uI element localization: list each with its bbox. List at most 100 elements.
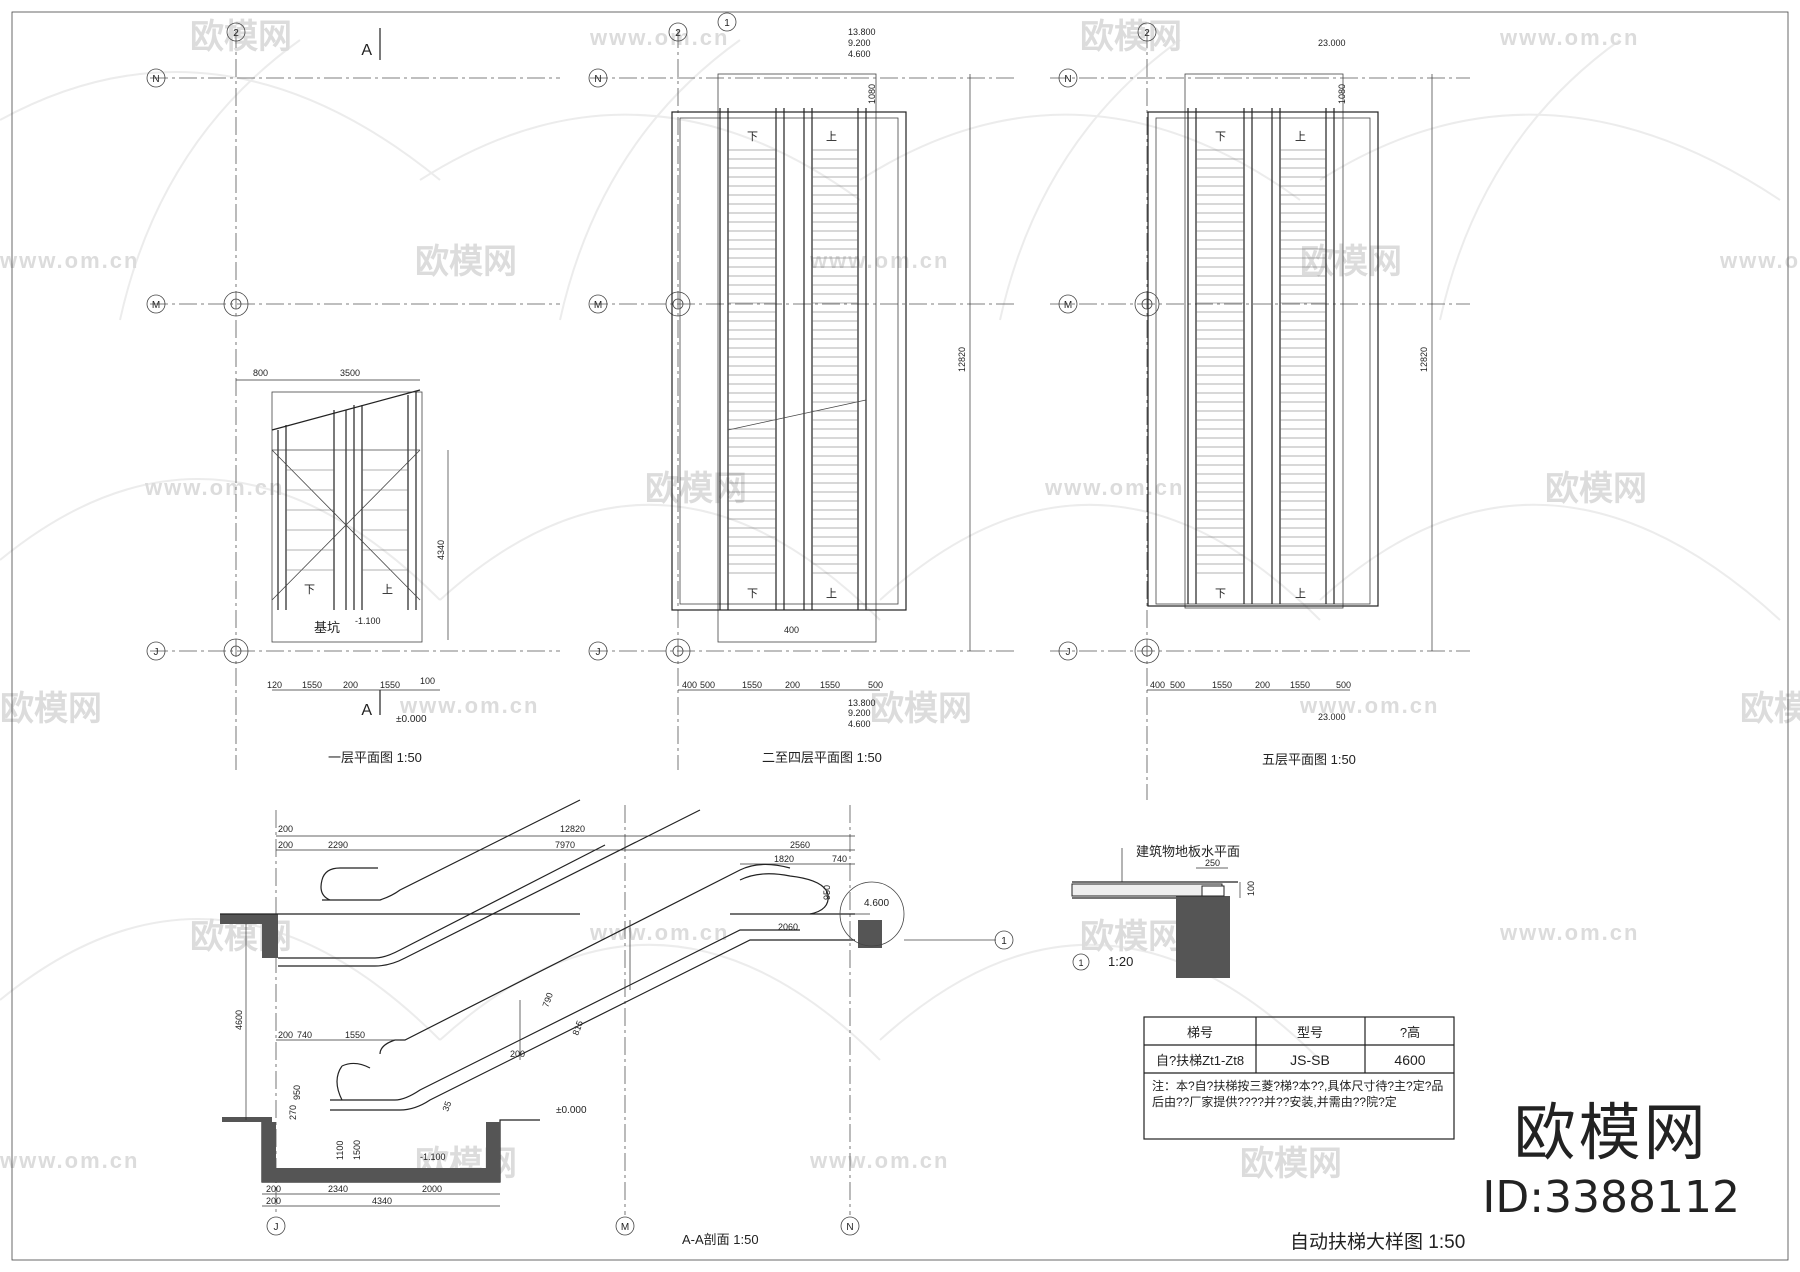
axis-label-m: M (152, 300, 160, 311)
axis-label-m: M (621, 1222, 629, 1233)
label-up: 上 (382, 583, 393, 596)
plan-2-4-floor: N M J 2 1 13.800 9.200 4.600 下 上 下 上 128… (588, 12, 1015, 770)
section-detail-mark: 1 (724, 18, 730, 29)
dim-text: 200 (785, 680, 800, 690)
label-down: 下 (1215, 588, 1226, 600)
dim-text: 200 (266, 1184, 281, 1194)
watermark-url: www.om.cn (1499, 25, 1639, 50)
axis-label-m: M (594, 300, 602, 311)
dim-text: 200 (343, 680, 358, 690)
axis-label-n: N (152, 74, 159, 85)
elevation-23000: 23.000 (1318, 712, 1346, 722)
axis-label-j: J (596, 647, 601, 658)
dim-text: 200 (278, 824, 293, 834)
dim-text: 1550 (345, 1030, 365, 1040)
dim-text: 100 (1246, 881, 1256, 896)
drawing-frame (11, 11, 1789, 1261)
watermark-brand: 欧模网 (0, 690, 102, 728)
dim-text: 4600 (234, 1010, 244, 1030)
axis-label-n: N (1064, 74, 1071, 85)
plan5-steps (1196, 149, 1326, 574)
label-up: 上 (826, 130, 837, 143)
dim-text: 4340 (436, 540, 446, 560)
dim-text: 800 (253, 368, 268, 378)
dim-text: 400 (682, 680, 697, 690)
dim-text: 1820 (774, 854, 794, 864)
elevation-000: ±0.000 (556, 1105, 587, 1116)
dim-text: 1100 (335, 1141, 345, 1160)
elevation-4600: 4.600 (848, 719, 871, 729)
detail-1-20: 建筑物地板水平面 250 100 1 1:20 (1071, 844, 1256, 978)
label-floor-level: 建筑物地板水平面 (1136, 844, 1240, 859)
dim-text: 2060 (778, 922, 798, 932)
dim-text: 790 (540, 991, 555, 1009)
dim-text: 7970 (555, 840, 575, 850)
table-cell: 自?扶梯Zt1-Zt8 (1156, 1053, 1244, 1068)
dim-text: 500 (700, 680, 715, 690)
watermark-url: www.om.cn (589, 920, 729, 945)
drawing-title: 自动扶梯大样图 1:50 (1290, 1231, 1465, 1253)
dim-text: 500 (1336, 680, 1351, 690)
axis-label-j: J (154, 647, 159, 658)
table-header-cell: ?高 (1400, 1025, 1420, 1040)
axis-label-2: 2 (233, 28, 239, 39)
dim-text: 815 (570, 1019, 585, 1037)
elevation-pit: -1.100 (355, 616, 381, 626)
watermark-url: www.om.cn (0, 1148, 139, 1173)
brand-id: ID:3388112 (1482, 1172, 1740, 1223)
section-mark-a-bottom: A (361, 702, 372, 719)
brand-block: 欧模网 ID:3388112 (1482, 1082, 1740, 1223)
dim-text: 100 (420, 676, 435, 686)
detail-scale: 1:20 (1108, 954, 1133, 969)
axis-label-2: 2 (675, 28, 681, 39)
watermark-url: www.om.cn (809, 1148, 949, 1173)
dim-text: 1550 (380, 680, 400, 690)
watermark-url: www.om.cn (1719, 248, 1800, 273)
dim-text: 35 (440, 1100, 453, 1113)
dim-text: 12820 (1419, 347, 1429, 372)
dim-text: 400 (784, 625, 799, 635)
dim-text: 270 (288, 1105, 298, 1120)
watermark-url: www.om.cn (1044, 475, 1184, 500)
dim-text: 500 (1170, 680, 1185, 690)
elevation-4600: 4.600 (848, 49, 871, 59)
dim-text: 12820 (560, 824, 585, 834)
plan2-steps (728, 149, 858, 574)
dim-text: 740 (297, 1030, 312, 1040)
label-down: 下 (747, 131, 758, 143)
dim-text: 12820 (957, 347, 967, 372)
elevation-13800: 13.800 (848, 698, 876, 708)
label-down: 下 (304, 584, 315, 596)
label-down: 下 (747, 588, 758, 600)
elevation-4600: 4.600 (864, 898, 889, 909)
axis-label-j: J (274, 1222, 279, 1233)
dim-text: 3500 (340, 368, 360, 378)
dim-text: 950 (292, 1085, 302, 1100)
dim-text: 200 (278, 1030, 293, 1040)
plan1-title: 一层平面图 1:50 (328, 750, 422, 765)
dim-text: 1080 (1337, 84, 1347, 104)
watermark-url: www.om.cn (144, 475, 284, 500)
elevation-000: ±0.000 (396, 714, 427, 725)
watermark-brand: 欧模网 (1240, 1145, 1342, 1183)
plan-fifth-floor: N M J 2 23.000 下 上 下 上 12820 1080 400 50… (1050, 22, 1470, 800)
watermark-brand: 欧模网 (645, 470, 747, 508)
detail-number: 1 (1078, 958, 1083, 968)
table-cell: 4600 (1394, 1052, 1425, 1068)
label-pit: 基坑 (314, 620, 340, 635)
dim-text: 400 (1150, 680, 1165, 690)
axis-label-n: N (846, 1222, 853, 1233)
dim-text: 200 (510, 1049, 525, 1059)
axis-label-j: J (1066, 647, 1071, 658)
dim-text: 740 (832, 854, 847, 864)
detail-callout: 1 (1001, 936, 1007, 947)
watermark-brand: 欧模网 (1080, 918, 1182, 956)
watermark-brand: 欧模网 (1080, 18, 1182, 56)
elevation-23000: 23.000 (1318, 38, 1346, 48)
table-note-box: 注：本?自?扶梯按三菱?梯?本??,具体尺寸待?主?定?品后由??厂家提供???… (1152, 1079, 1443, 1109)
watermark-url: www.om.cn (0, 248, 139, 273)
plan1-steps (286, 469, 408, 571)
watermark-layer: 欧模网 www.om.cn 欧模网 www.om.cn www.om.cn 欧模… (0, 18, 1800, 1183)
dim-text: 200 (266, 1196, 281, 1206)
watermark-url: www.om.cn (399, 693, 539, 718)
